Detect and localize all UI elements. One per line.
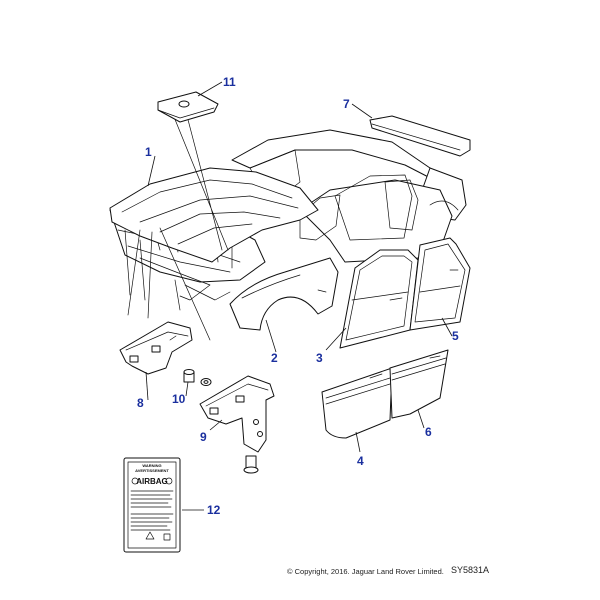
callout-2: 2 (271, 351, 278, 365)
callout-12: 12 (207, 503, 221, 517)
label-heading-2: AVERTISSEMENT (135, 468, 169, 473)
rear-door-skin-part-6 (389, 349, 449, 419)
callout-6: 6 (425, 425, 432, 439)
leader-lines (145, 81, 453, 511)
bolt-washer-part-10 (183, 369, 212, 386)
hinge-part-9 (199, 375, 275, 474)
callout-numbers: 11 1 7 2 3 5 8 10 9 4 6 12 (137, 75, 459, 517)
callout-7: 7 (343, 97, 350, 111)
airbag-warning-label-part-12: WARNING AVERTISSEMENT AIRBAG (123, 457, 181, 553)
callout-8: 8 (137, 396, 144, 410)
rear-door-part-5 (409, 237, 471, 331)
boot-lid-part-7 (369, 115, 471, 157)
copyright-text: © Copyright, 2016. Jaguar Land Rover Lim… (287, 567, 444, 576)
diagram-reference: SY5831A (451, 565, 490, 575)
label-title: AIRBAG (136, 477, 168, 486)
callout-4: 4 (357, 454, 364, 468)
bonnet-support-lines (127, 111, 229, 341)
front-door-part-3 (339, 249, 419, 349)
callout-3: 3 (316, 351, 323, 365)
callout-9: 9 (200, 430, 207, 444)
callout-11: 11 (223, 75, 236, 89)
hinge-part-8 (119, 321, 193, 375)
front-wing-part-2 (229, 257, 339, 331)
callout-1: 1 (145, 145, 152, 159)
callout-10: 10 (172, 392, 186, 406)
label-heading-1: WARNING (142, 463, 161, 468)
callout-5: 5 (452, 329, 459, 343)
latch-bracket-part-11 (157, 91, 219, 123)
front-door-skin-part-4 (321, 367, 393, 439)
